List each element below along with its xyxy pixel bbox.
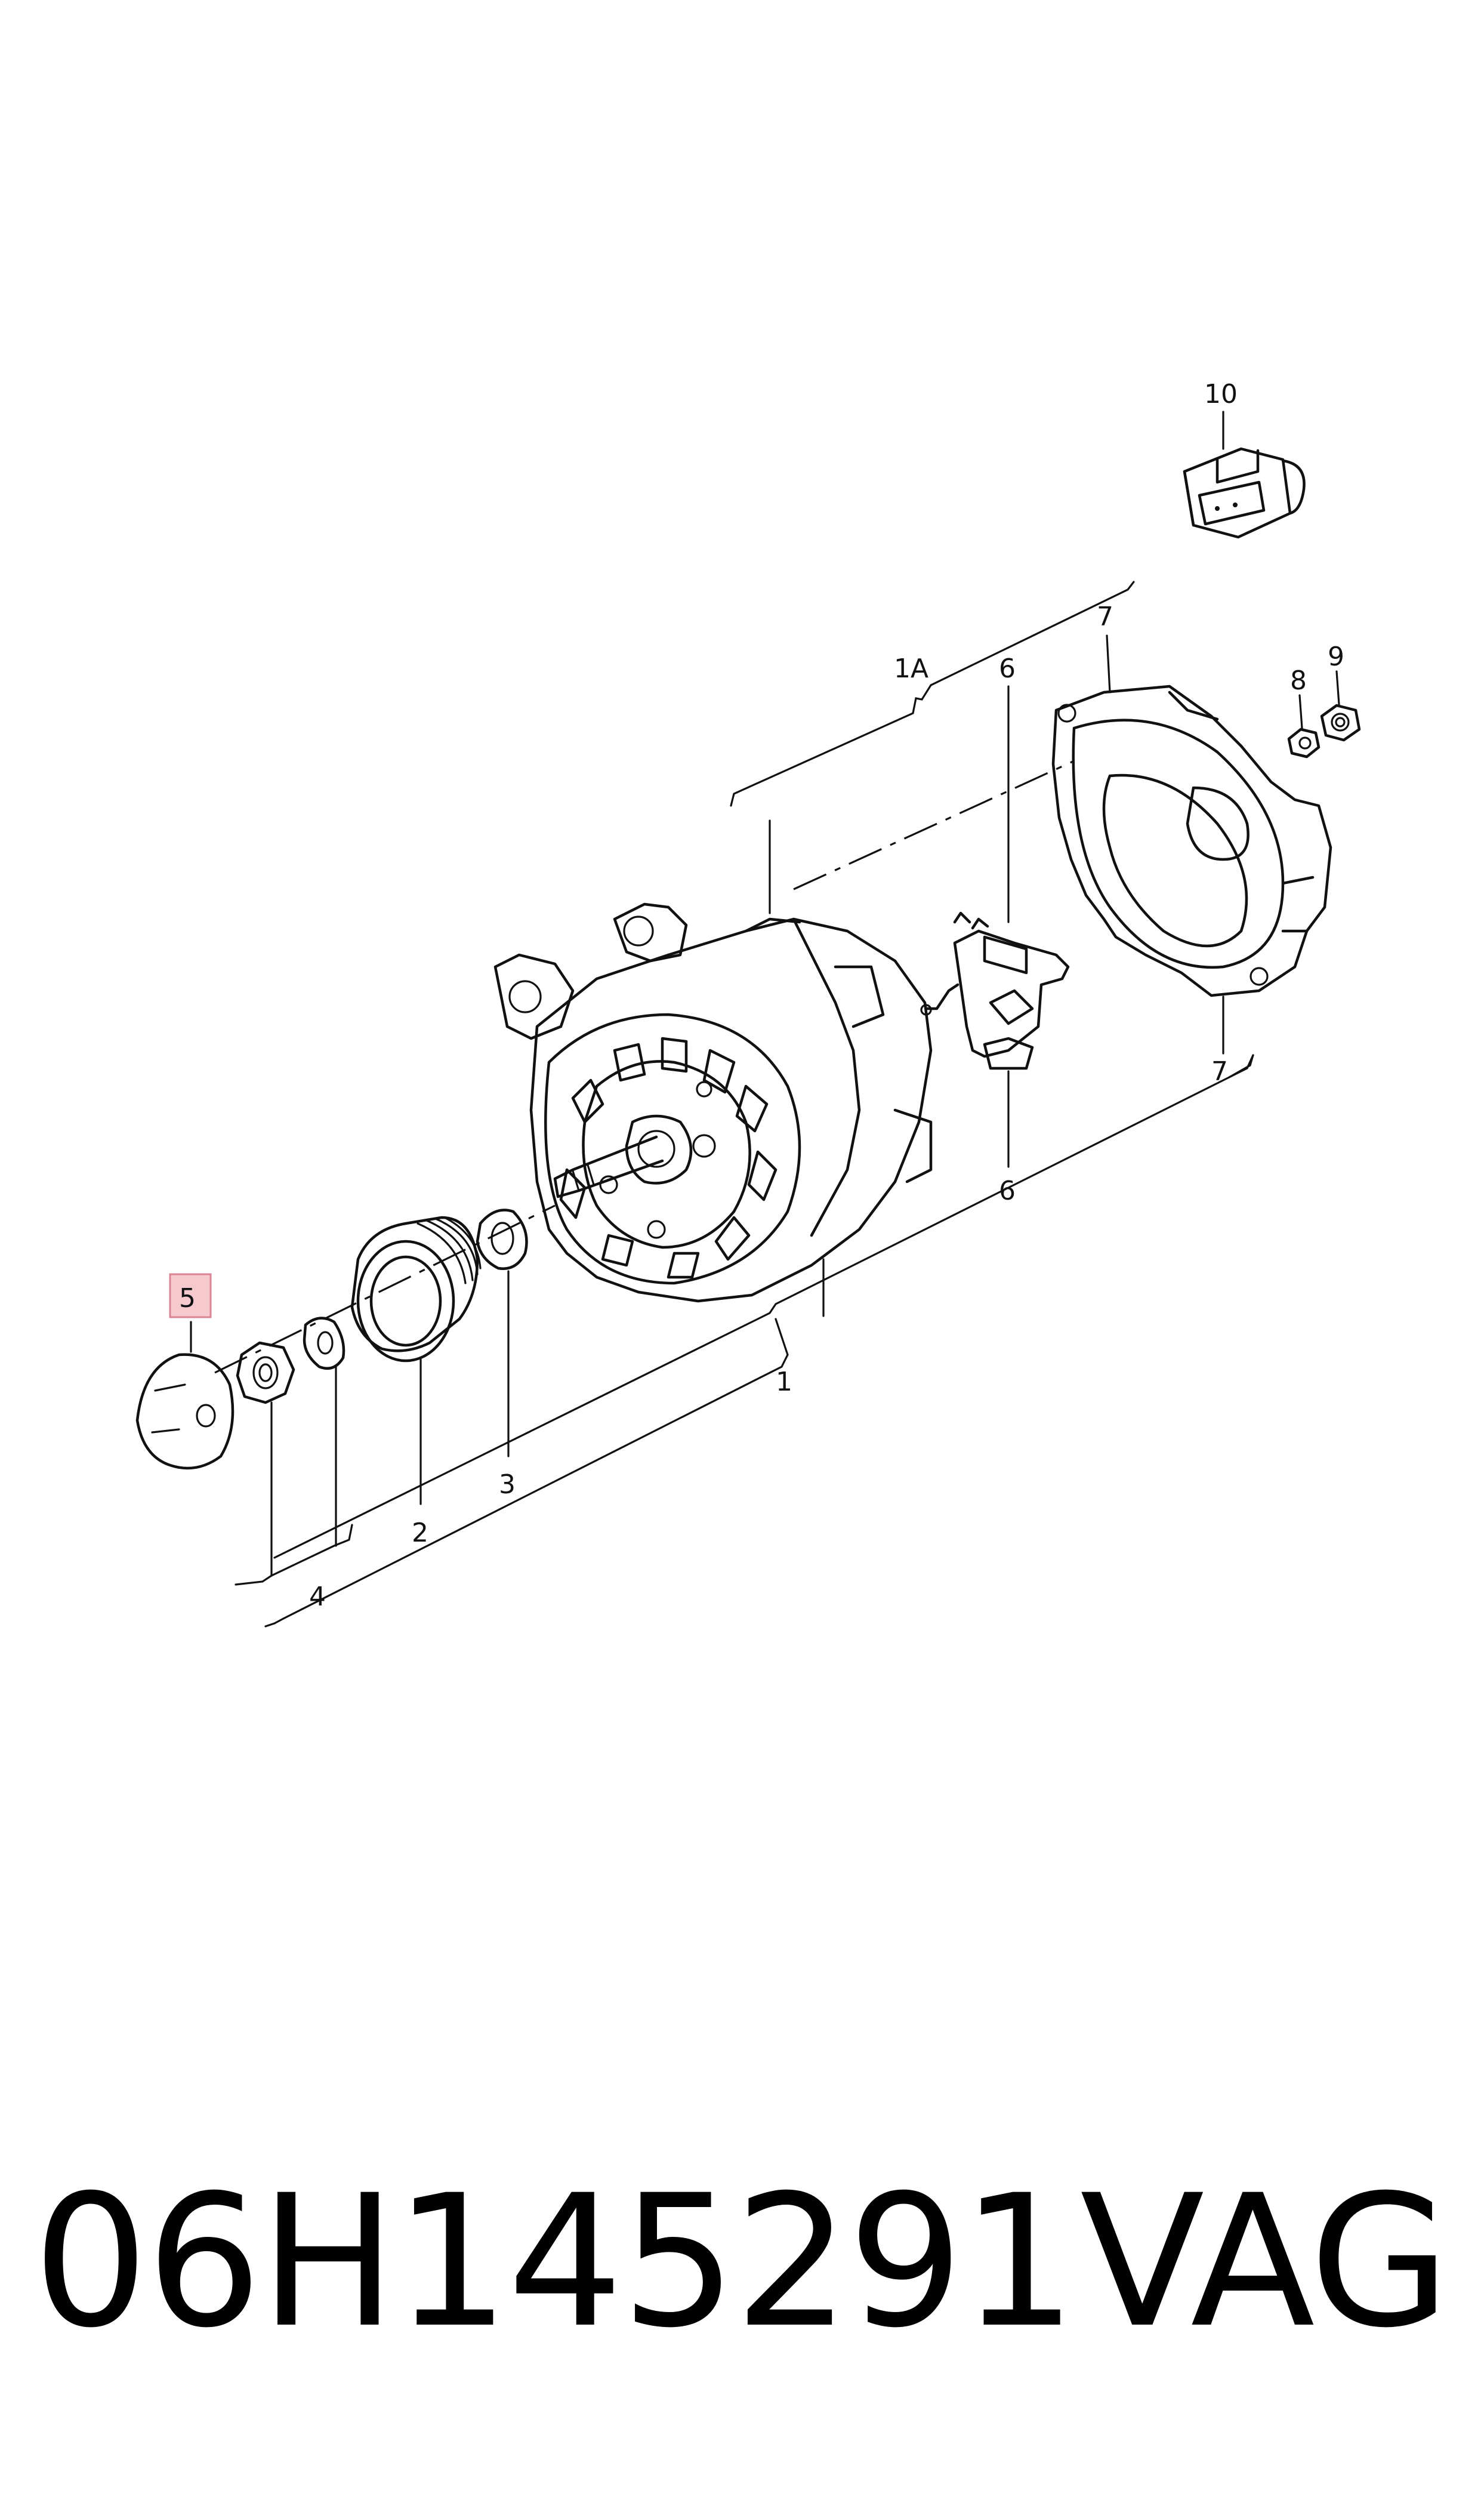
part-7-rear-cover xyxy=(1051,634,1332,1055)
part-3-spacer xyxy=(476,1209,528,1457)
callout-10: 10 xyxy=(1204,379,1238,409)
callout-4: 4 xyxy=(309,1582,326,1612)
part-9-nut xyxy=(1320,670,1361,742)
brand-name: VAG xyxy=(1080,2156,1451,2368)
callout-1a: 1A xyxy=(894,654,928,684)
part-4-nut-washer xyxy=(236,1317,345,1577)
callout-7-bottom: 7 xyxy=(1211,1056,1228,1087)
part-1-alternator xyxy=(493,819,933,1317)
part-number-footer: 06H145291 VAG xyxy=(33,2149,1465,2375)
callout-8: 8 xyxy=(1290,665,1307,696)
part-10-connector xyxy=(1183,411,1306,539)
callout-labels: 5 10 7 1A 6 8 9 7 6 1 3 2 4 xyxy=(169,379,1344,1612)
part-5-cap xyxy=(135,1321,235,1470)
part-number: 06H145291 xyxy=(33,2156,1077,2368)
part-6-regulator xyxy=(920,685,1070,1168)
part-2-pulley xyxy=(350,1216,482,1505)
callout-1: 1 xyxy=(776,1367,792,1397)
callout-6-bottom: 6 xyxy=(999,1176,1016,1206)
assembly-brackets xyxy=(235,581,1254,1628)
callout-6-top: 6 xyxy=(999,654,1016,684)
callout-5: 5 xyxy=(179,1283,196,1314)
callout-9: 9 xyxy=(1328,642,1344,672)
callout-2: 2 xyxy=(412,1518,428,1548)
callout-3: 3 xyxy=(499,1469,516,1500)
assembly-axis-line xyxy=(793,760,1075,890)
part-8-nut xyxy=(1287,694,1321,759)
callout-7-top: 7 xyxy=(1097,602,1113,632)
highlight-box-part-5 xyxy=(169,1273,212,1318)
